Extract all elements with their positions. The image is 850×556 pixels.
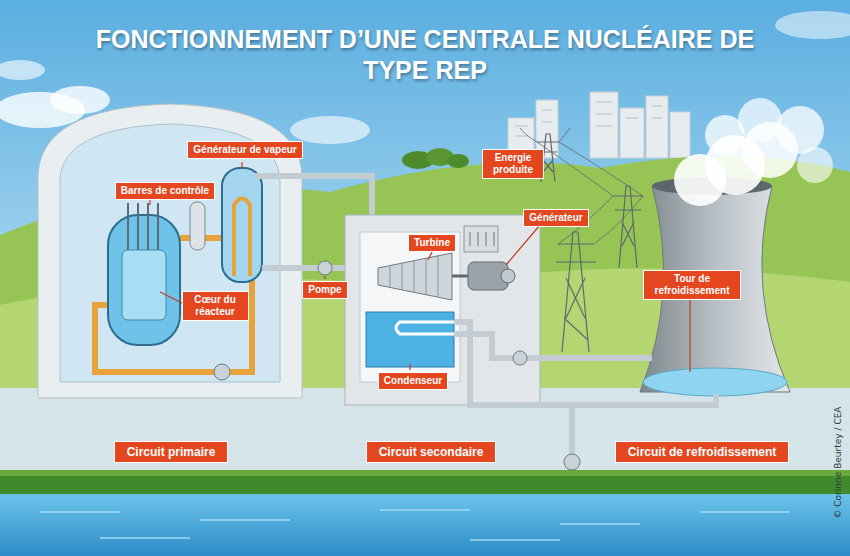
steam-plume-part (705, 115, 745, 155)
callout-label: Pompe (302, 281, 347, 299)
feedwater-pump-part (318, 261, 332, 275)
callout-label: Condenseur (378, 372, 448, 390)
turbine-building (345, 215, 540, 405)
leader-lines-part (506, 225, 540, 265)
sky (0, 0, 850, 420)
sky-part (775, 11, 850, 39)
sky-part (290, 116, 370, 144)
leader-lines-part (324, 276, 325, 279)
page-title: FONCTIONNEMENT D’UNE CENTRALE NUCLÉAIRE … (65, 24, 785, 86)
label-text: Générateur (529, 212, 582, 224)
callout-label: Tour de refroidissement (643, 270, 741, 300)
leader-lines-part (428, 252, 432, 260)
leader-lines-part (409, 364, 410, 370)
circuit-label: Circuit primaire (114, 441, 229, 463)
label-text: Condenseur (384, 375, 442, 387)
city-part (670, 112, 690, 158)
leader-lines-part (160, 292, 184, 304)
river-part (40, 510, 790, 540)
ground-platform-part (0, 470, 850, 476)
reactor-vessel-part (122, 250, 166, 320)
leader-lines-part (241, 162, 242, 168)
cooling-pumps-part (513, 351, 527, 365)
hills-part (0, 156, 850, 410)
city-part (646, 96, 668, 158)
turbine-part (452, 275, 468, 278)
hills-part (447, 154, 469, 168)
river (0, 494, 850, 556)
ground-platform-part (0, 470, 850, 496)
steam-plume-part (797, 147, 833, 183)
turbine-building-part (345, 215, 540, 405)
turbine-building-part (470, 232, 494, 246)
condenser-part (396, 322, 454, 334)
steam-generator (222, 168, 262, 282)
river-part (0, 494, 850, 556)
label-text: Circuit secondaire (379, 445, 484, 459)
label-text: Barres de contrôle (121, 185, 209, 197)
copyright-note: © Corinne Beurtey / CEA (833, 406, 844, 518)
pressurizer-part (190, 202, 205, 250)
reactor-vessel-part (128, 203, 158, 250)
label-text: Circuit primaire (127, 445, 216, 459)
leader-lines (150, 162, 690, 372)
turbine (378, 253, 468, 300)
callout-label: Cœur du réacteur (182, 291, 249, 321)
label-text: Cœur du réacteur (188, 294, 243, 318)
steam-plume (674, 98, 833, 206)
callout-label: Générateur (523, 209, 588, 227)
turbine-part (378, 253, 452, 300)
turbine-part (390, 256, 438, 297)
city-part (515, 102, 662, 136)
cooling-circuit-part (454, 322, 716, 405)
steam-generator-part (234, 199, 250, 277)
generator-part (501, 269, 515, 283)
cooling-pumps (513, 351, 580, 470)
callout-label: Barres de contrôle (115, 182, 215, 200)
power-lines-part (613, 186, 643, 268)
label-text: Tour de refroidissement (649, 273, 735, 297)
steam-plume-part (776, 106, 824, 154)
cooling-circuit-part (569, 405, 575, 462)
pressurizer (190, 202, 205, 250)
label-text: Générateur de vapeur (193, 144, 296, 156)
callout-label: Générateur de vapeur (187, 141, 302, 159)
primary-pump-part (214, 364, 230, 380)
steam-generator-part (222, 168, 262, 282)
condenser (366, 312, 454, 367)
label-text: Pompe (308, 284, 341, 296)
turbine-building-part (360, 232, 460, 382)
reactor-building-part (38, 104, 302, 398)
circuit-label: Circuit secondaire (366, 441, 497, 463)
sky-part (50, 86, 110, 114)
generator (468, 262, 515, 290)
power-lines-part (520, 128, 643, 244)
callout-label: Energie produite (482, 149, 544, 179)
sky-part (0, 60, 45, 80)
reactor-vessel (108, 203, 180, 345)
leader-lines-part (689, 300, 690, 372)
cooling-tower-part (643, 368, 787, 396)
cooling-tower-part (640, 186, 790, 392)
sky-part (0, 0, 850, 420)
label-text: Circuit de refroidissement (628, 445, 777, 459)
cooling-tower (640, 177, 790, 396)
cooling-circuit-part (454, 334, 652, 358)
reactor-building-part (60, 124, 280, 382)
city-part (620, 108, 644, 158)
callout-label: Turbine (408, 234, 456, 252)
label-text: Turbine (414, 237, 450, 249)
reactor-building (38, 104, 302, 398)
condenser-part (366, 312, 454, 367)
turbine-building-part (464, 226, 498, 252)
primary-pump (214, 364, 230, 380)
cooling-pumps-part (564, 454, 580, 470)
feedwater-pump (318, 261, 332, 275)
circuit-label: Circuit de refroidissement (615, 441, 790, 463)
reactor-vessel-part (108, 215, 180, 345)
power-lines-part (556, 232, 596, 352)
label-text: Energie produite (488, 152, 538, 176)
